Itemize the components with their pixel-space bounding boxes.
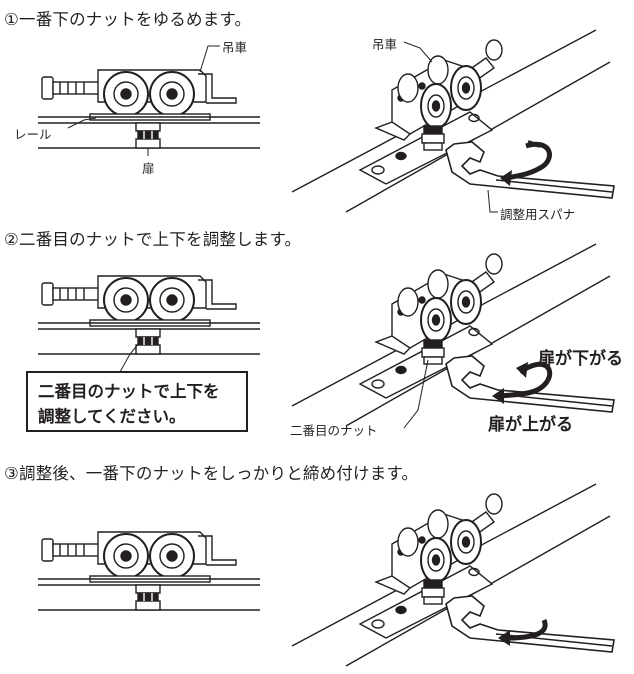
callout-line-1: 二番目のナットで上下を: [38, 382, 220, 401]
perspective-view-3: [291, 483, 615, 667]
callout-box: 二番目のナットで上下を 調整してください。: [26, 371, 248, 432]
label-hanger-right: 吊車: [372, 37, 398, 52]
label-door-down: 扉が下がる: [538, 349, 623, 369]
side-view-2: [37, 275, 261, 355]
label-rail: レール: [14, 127, 52, 142]
label-door: 扉: [142, 161, 155, 176]
label-spanner: 調整用スパナ: [500, 207, 576, 222]
rotate-arrow-1: [500, 140, 552, 186]
rotate-arrow-2: [492, 361, 553, 404]
perspective-view-2: [291, 243, 615, 427]
label-hanger-left: 吊車: [222, 40, 248, 55]
step-1-heading: ①一番下のナットをゆるめます。: [4, 10, 252, 29]
side-view-1: [37, 69, 261, 149]
step-2-heading: ②二番目のナットで上下を調整します。: [4, 230, 302, 249]
label-door-up: 扉が上がる: [488, 415, 573, 435]
leader-lines-2: [119, 341, 429, 429]
perspective-view-1: [291, 29, 615, 213]
rotate-arrow-3: [498, 619, 548, 646]
callout-line-2: 調整してください。: [38, 407, 186, 426]
leader-lines-1: [67, 41, 498, 213]
side-view-3: [37, 531, 261, 611]
label-second-nut: 二番目のナット: [290, 423, 378, 438]
step-3-heading: ③調整後、一番下のナットをしっかりと締め付けます。: [4, 464, 419, 483]
